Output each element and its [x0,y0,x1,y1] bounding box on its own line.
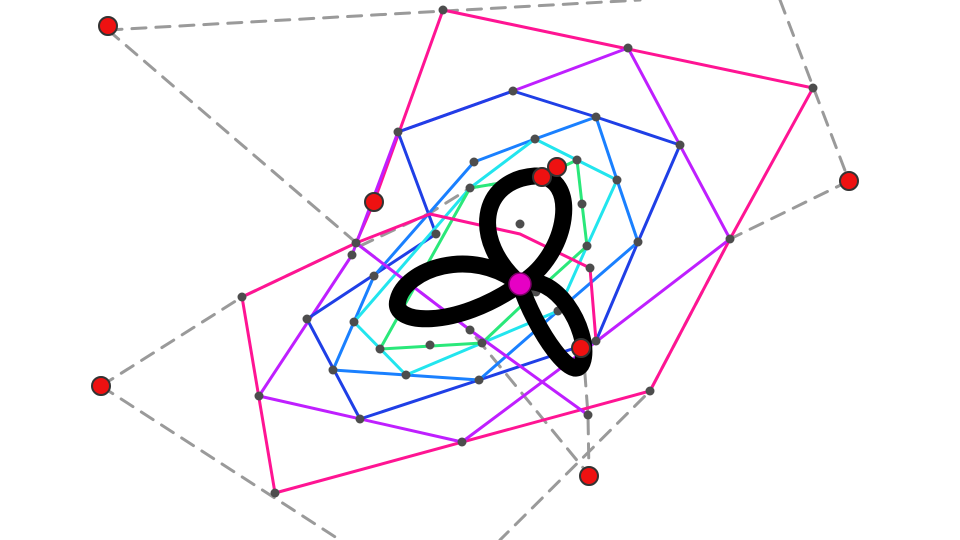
vertex-point [591,336,601,346]
vertex-point [469,157,479,167]
vertex-point [355,414,365,424]
vertex-point [425,340,435,350]
red-point-1[interactable] [98,16,118,36]
vertex-point [349,317,359,327]
red-point-5[interactable] [91,376,111,396]
vertex-point [457,437,467,447]
vertex-point [508,86,518,96]
vertex-point [633,237,643,247]
vertex-point [725,234,735,244]
vertex-point [474,375,484,385]
guide-left-diagonal [106,28,591,477]
red-point-7[interactable] [571,338,591,358]
vertex-point [237,292,247,302]
center-point[interactable] [508,272,532,296]
knot-lobe-right[interactable] [511,273,593,377]
vertex-point [465,183,475,193]
vertex-point [585,263,595,273]
vertex-point [591,112,601,122]
red-point-6[interactable] [579,466,599,486]
vertex-point [369,271,379,281]
vertex-point [515,219,525,229]
vertex-point [623,43,633,53]
vertex-point [393,127,403,137]
guide-center-drop [581,346,591,477]
vertex-point [254,391,264,401]
control-points[interactable] [91,16,859,486]
vertex-point [530,134,540,144]
red-point-8[interactable] [532,167,552,187]
vertex-point [583,410,593,420]
segment-layer-1-inner [355,212,598,342]
guide-bottom-left [99,384,342,540]
red-point-3[interactable] [547,157,567,177]
vertex-point [270,488,280,498]
vertex-point [645,386,655,396]
vertex-point [351,238,361,248]
polygon-layer-5 [352,137,619,377]
red-point-2[interactable] [364,192,384,212]
vertex-point [582,241,592,251]
vertex-point [401,370,411,380]
vertex-point [465,325,475,335]
vertex-point [572,155,582,165]
knot-lobe-left[interactable] [388,255,529,328]
vertex-point [302,314,312,324]
vertex-point [808,83,818,93]
vertex-point [347,250,357,260]
guide-center-band [358,174,545,248]
vertex-points [237,5,818,498]
vertex-point [431,229,441,239]
vertex-point [477,338,487,348]
guide-top [106,0,642,32]
red-point-4[interactable] [839,171,859,191]
vertex-point [328,365,338,375]
vertex-point [612,175,622,185]
vertex-point [375,344,385,354]
vertex-point [577,199,587,209]
vertex-point [675,140,685,150]
vertex-point [438,5,448,15]
